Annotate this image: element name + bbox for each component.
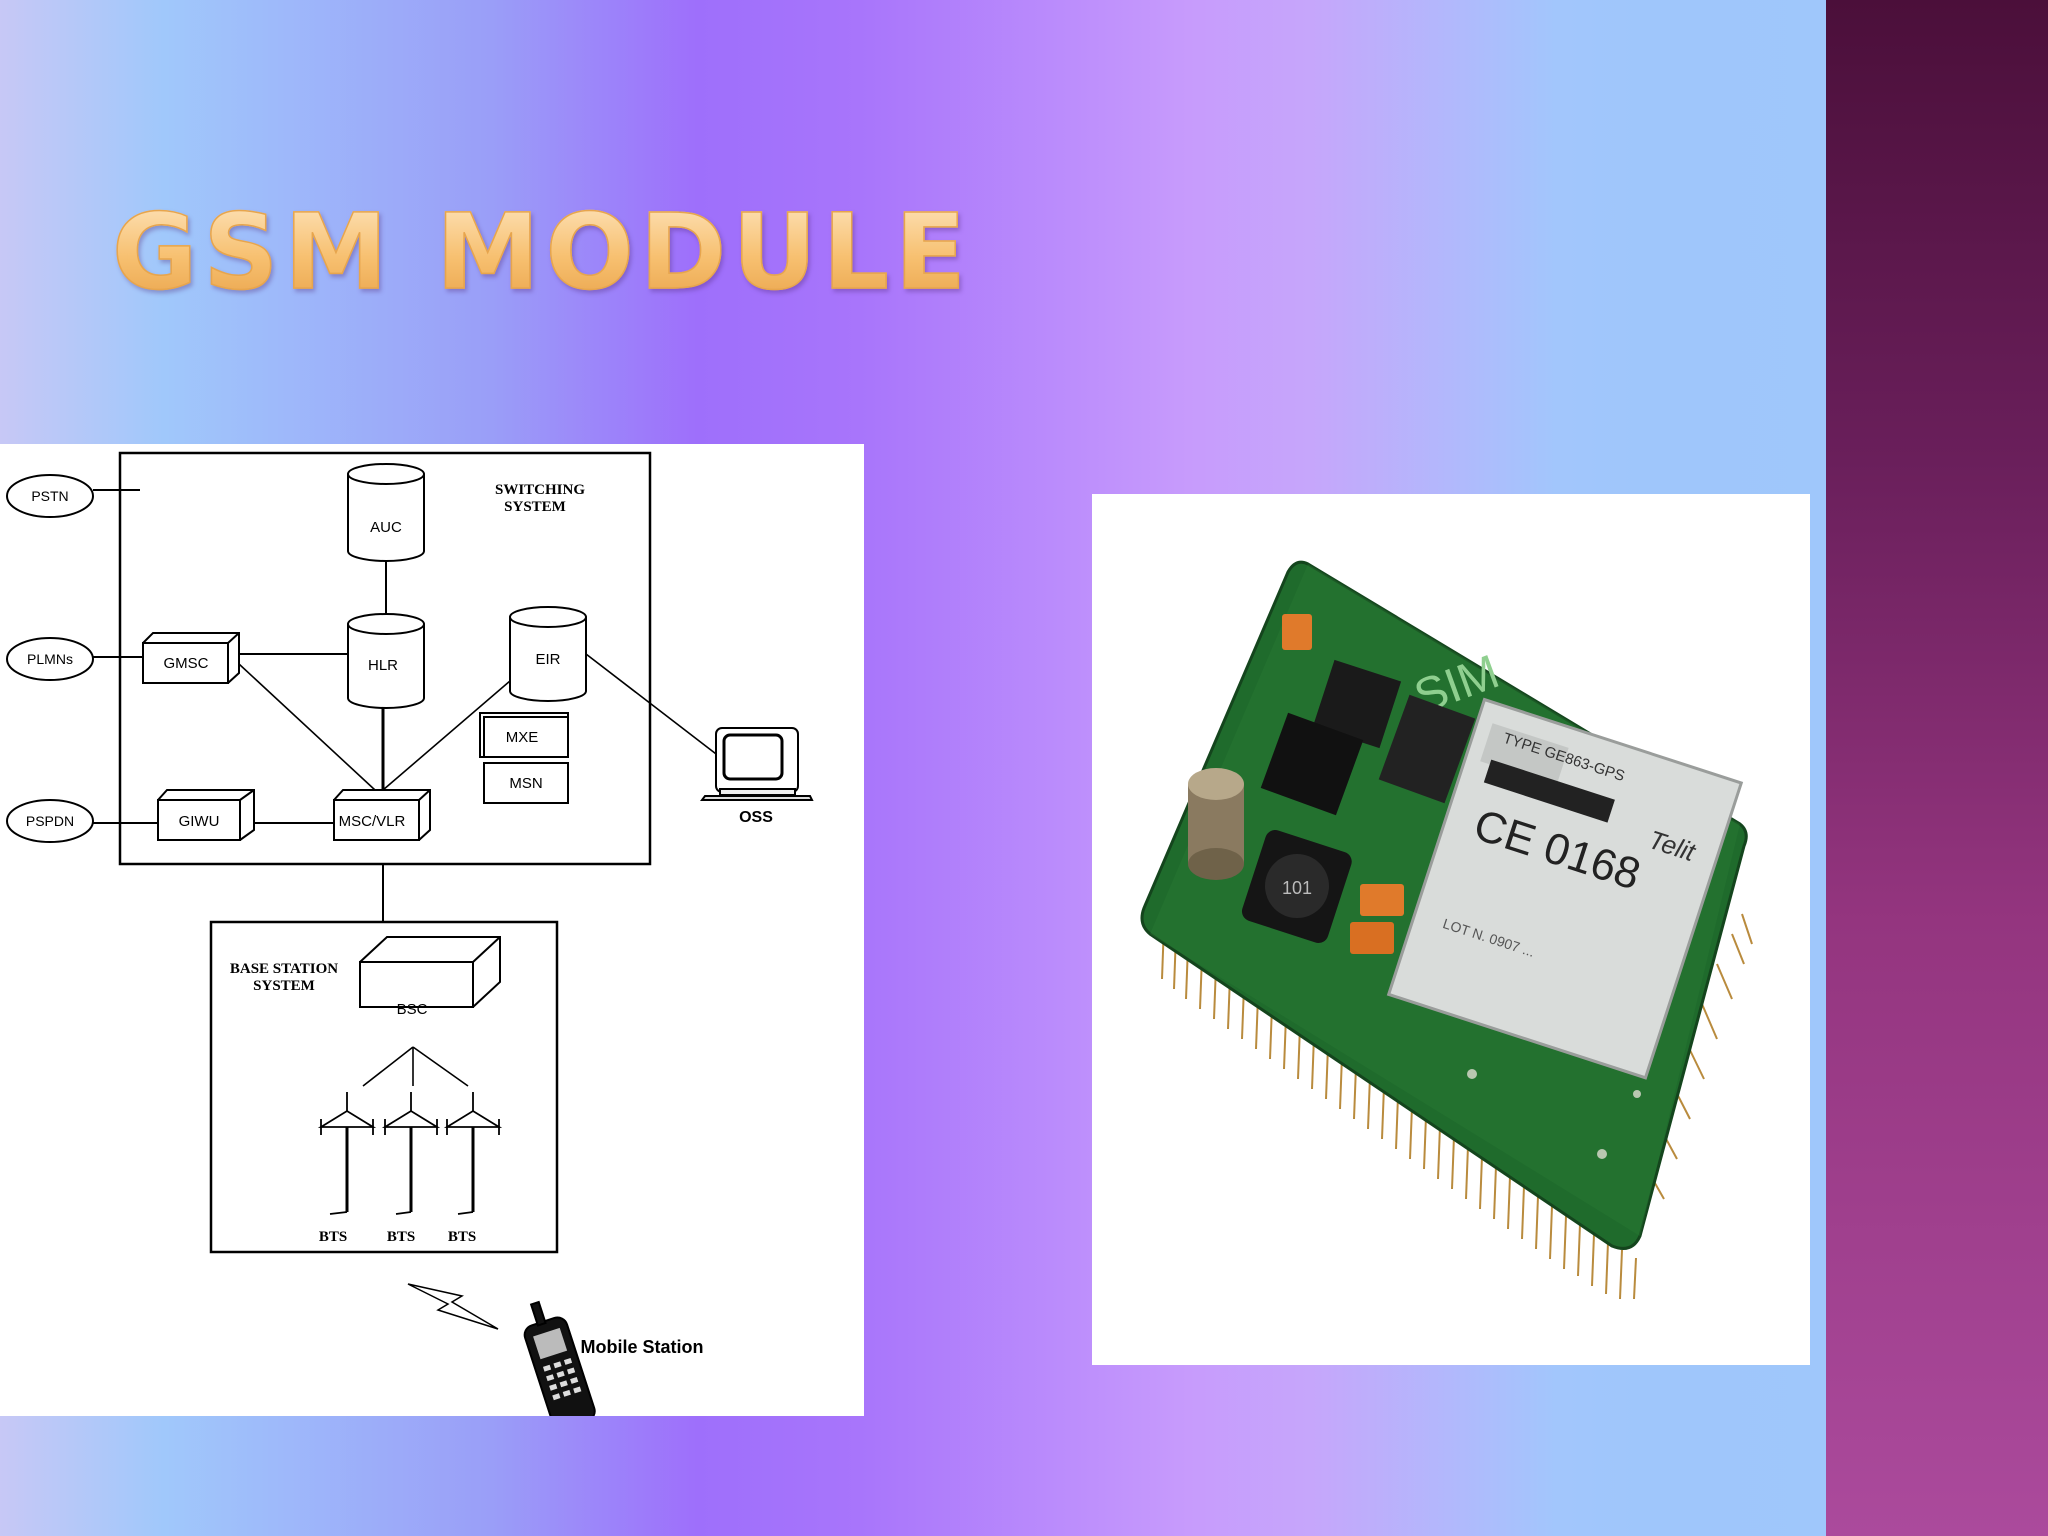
msc-vlr-node: MSC/VLR bbox=[333, 789, 431, 841]
mobile-phone-icon bbox=[523, 1300, 596, 1430]
svg-text:AUC: AUC bbox=[370, 519, 402, 536]
ic-chip bbox=[1260, 712, 1364, 816]
inductor: 101 bbox=[1241, 829, 1352, 943]
svg-text:GIWU: GIWU bbox=[179, 813, 220, 830]
telit-module: TYPE GE863-GPS CE 0168 Telit LOT N. 0907… bbox=[1386, 697, 1744, 1080]
gsm-architecture-diagram: SWITCHING SYSTEM PSTN PLMNs PSPDN AUC HL… bbox=[0, 444, 864, 1430]
svg-text:EIR: EIR bbox=[535, 651, 560, 668]
smd-component bbox=[1350, 922, 1394, 954]
switching-system-label-2: SYSTEM bbox=[504, 499, 566, 515]
smd-component bbox=[1360, 884, 1404, 916]
base-station-system-frame bbox=[209, 920, 559, 1254]
eir-database: EIR bbox=[509, 606, 587, 702]
base-station-label-2: SYSTEM bbox=[253, 978, 315, 994]
pstn-network: PSTN bbox=[6, 474, 94, 518]
bts-antenna-2 bbox=[381, 1092, 441, 1215]
bts-label-1: BTS bbox=[319, 1229, 347, 1245]
side-decoration-bar bbox=[1826, 0, 2048, 1536]
capacitor bbox=[1188, 768, 1244, 880]
bts-label-2: BTS bbox=[387, 1229, 415, 1245]
gmsc-node: GMSC bbox=[142, 632, 240, 684]
svg-text:PSPDN: PSPDN bbox=[26, 813, 74, 829]
giwu-node: GIWU bbox=[157, 789, 255, 841]
svg-text:PLMNs: PLMNs bbox=[27, 651, 73, 667]
svg-text:BSC: BSC bbox=[397, 1001, 428, 1018]
plmns-network: PLMNs bbox=[6, 637, 94, 681]
pspdn-network: PSPDN bbox=[6, 799, 94, 843]
svg-text:MSC/VLR: MSC/VLR bbox=[339, 813, 406, 830]
bts-antenna-3 bbox=[443, 1092, 503, 1215]
oss-label: OSS bbox=[739, 809, 773, 826]
auc-database: AUC bbox=[347, 463, 425, 562]
svg-text:101: 101 bbox=[1282, 878, 1312, 898]
slide-title: GSM MODULE bbox=[111, 191, 972, 313]
hlr-database: HLR bbox=[347, 613, 425, 709]
bts-antenna-1 bbox=[317, 1092, 377, 1215]
gsm-module-photo: SIM 101 TYPE GE863-GPS CE 0168 Telit LOT… bbox=[1092, 494, 1810, 1365]
svg-text:PSTN: PSTN bbox=[31, 488, 68, 504]
ic-chip bbox=[1312, 659, 1402, 749]
radio-link-icon bbox=[407, 1283, 499, 1330]
switching-system-frame bbox=[118, 451, 652, 866]
bsc-node: BSC bbox=[359, 936, 501, 1018]
base-station-label: BASE STATION bbox=[230, 961, 338, 977]
smd-component bbox=[1282, 614, 1312, 650]
msn-node: MSN bbox=[483, 762, 569, 804]
svg-text:GMSC: GMSC bbox=[164, 655, 209, 672]
svg-text:HLR: HLR bbox=[368, 657, 398, 674]
bts-label-3: BTS bbox=[448, 1229, 476, 1245]
svg-text:MSN: MSN bbox=[509, 775, 542, 792]
switching-system-label: SWITCHING bbox=[495, 482, 585, 498]
oss-terminal-icon bbox=[700, 727, 814, 801]
sim-socket bbox=[1378, 694, 1476, 804]
mobile-station-label: Mobile Station bbox=[581, 1337, 704, 1357]
svg-text:MXE: MXE bbox=[506, 729, 539, 746]
mxe-node: MXE bbox=[479, 712, 569, 758]
